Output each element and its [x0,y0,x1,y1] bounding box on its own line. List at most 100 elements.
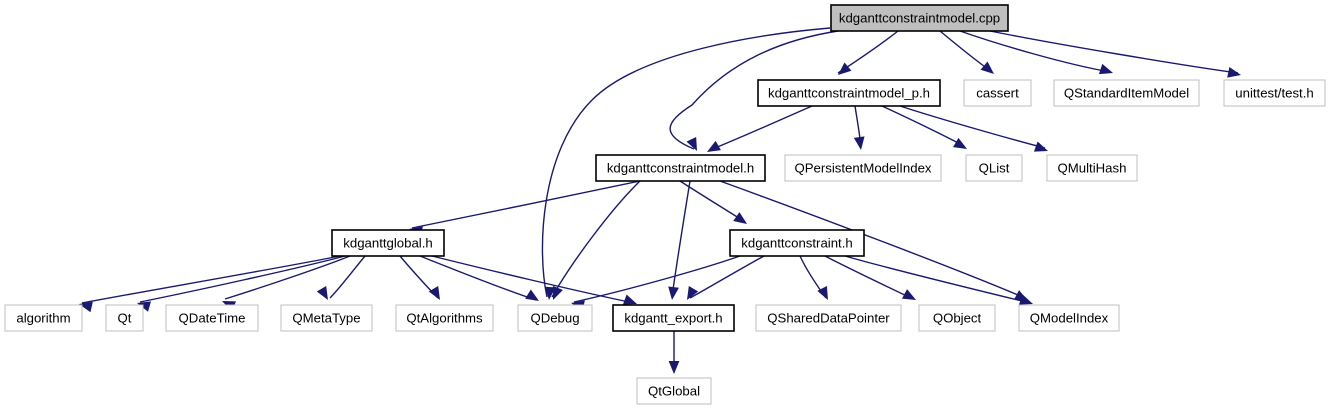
node-label: QObject [933,310,982,325]
node-label: QList [979,160,1010,175]
edge-n1-to-n8 [899,105,1046,149]
arrowhead-icon [953,137,967,149]
node-algorithm[interactable]: algorithm [4,304,83,332]
node-box[interactable] [595,154,766,182]
node-label: cassert [976,85,1019,100]
edge-n9-to-n12 [139,255,346,303]
arrowhead-icon [853,136,865,150]
node-box[interactable] [1223,79,1326,107]
edge-n9-to-n16 [419,255,537,301]
node-label: QDebug [530,310,579,325]
arrowhead-icon [525,289,539,301]
node-qmultihash[interactable]: QMultiHash [1046,154,1138,182]
node-kdganttconstraintmodel-cpp[interactable]: kdganttconstraintmodel.cpp [830,4,1009,32]
node-box[interactable] [1053,79,1200,107]
node-label: QMultiHash [1058,160,1127,175]
node-qstandarditemmodel[interactable]: QStandardItemModel [1053,79,1200,107]
node-box[interactable] [612,304,735,332]
edge-n0-to-n5 [669,30,839,150]
node-box[interactable] [1018,304,1120,332]
edge-n5-to-n9 [411,180,641,229]
arrowhead-icon [817,285,828,300]
edge-n10-to-n17 [689,255,765,299]
node-box[interactable] [4,304,83,332]
node-qtalgorithms[interactable]: QtAlgorithms [395,304,494,332]
node-box[interactable] [105,304,144,332]
arrowhead-icon [79,301,93,313]
node-qmetatype[interactable]: QMetaType [280,304,373,332]
node-qshareddatapointer[interactable]: QSharedDataPointer [755,304,902,332]
edge-n5-to-n16 [551,180,641,298]
edge-n9-to-n14 [329,255,366,299]
node-box[interactable] [517,304,593,332]
node-box[interactable] [280,304,373,332]
node-box[interactable] [165,304,259,332]
node-qt[interactable]: Qt [105,304,144,332]
node-box[interactable] [1046,154,1138,182]
node-label: QStandardItemModel [1064,85,1189,100]
node-kdganttconstraint-h[interactable]: kdganttconstraint.h [729,229,865,257]
node-box[interactable] [755,304,902,332]
arrowhead-icon [668,361,680,374]
edge-n10-to-n16 [573,255,741,303]
arrowhead-icon [1018,294,1033,305]
node-qobject[interactable]: QObject [918,304,996,332]
arrowhead-icon [1098,63,1113,75]
node-box[interactable] [784,154,942,182]
node-label: kdgantt_export.h [624,310,722,325]
node-box[interactable] [395,304,494,332]
node-box[interactable] [963,79,1032,107]
node-label: kdganttconstraintmodel.cpp [839,10,1000,25]
node-label: kdganttconstraintmodel.h [607,160,754,175]
node-kdgantt-export-h[interactable]: kdgantt_export.h [612,304,735,332]
arrowhead-icon [428,286,440,300]
arrowhead-icon [733,212,747,224]
node-qtglobal[interactable]: QtGlobal [636,377,712,405]
node-kdganttconstraintmodel-p-h[interactable]: kdganttconstraintmodel_p.h [757,79,941,107]
node-qdatetime[interactable]: QDateTime [165,304,259,332]
arrowhead-icon [1033,141,1048,152]
edge-n9-to-n17 [431,255,635,304]
node-box[interactable] [729,229,865,257]
edge-n5-to-n20 [719,180,1026,299]
edge-n0-to-n4 [989,30,1239,74]
node-label: kdganttconstraintmodel_p.h [768,85,930,100]
arrowhead-icon [838,62,852,75]
node-qdebug[interactable]: QDebug [517,304,593,332]
node-label: QPersistentModelIndex [794,160,931,175]
node-kdganttconstraintmodel-h[interactable]: kdganttconstraintmodel.h [595,154,766,182]
node-box[interactable] [331,229,445,257]
arrowhead-icon [137,301,151,312]
arrowhead-icon [544,286,556,300]
node-label: unittest/test.h [1235,85,1313,100]
node-box[interactable] [636,377,712,405]
node-box[interactable] [757,79,941,107]
arrowhead-icon [622,294,637,305]
arrowheads-layer [79,61,1241,374]
node-label: Qt [118,310,132,325]
node-cassert[interactable]: cassert [963,79,1032,107]
edge-n0-to-n3 [959,30,1111,73]
arrowhead-icon [1227,67,1241,78]
edges-layer [81,27,1239,371]
node-label: QtAlgorithms [406,310,483,325]
edge-n1-to-n7 [881,105,965,147]
arrowhead-icon [552,285,563,300]
edge-n9-to-n13 [224,255,351,300]
node-label: QModelIndex [1030,310,1109,325]
node-qmodelindex[interactable]: QModelIndex [1018,304,1120,332]
node-kdganttglobal-h[interactable]: kdganttglobal.h [331,229,445,257]
node-unittest-test-h[interactable]: unittest/test.h [1223,79,1326,107]
nodes-layer: kdganttconstraintmodel.cpp kdganttconstra… [4,4,1326,405]
arrowhead-icon [901,289,916,300]
node-qlist[interactable]: QList [965,154,1023,182]
node-box[interactable] [830,4,1009,32]
node-qpersistentmodelindex[interactable]: QPersistentModelIndex [784,154,942,182]
node-label: QtGlobal [648,383,700,398]
node-label: QSharedDataPointer [767,310,890,325]
arrowhead-icon [980,61,994,74]
node-box[interactable] [918,304,996,332]
node-box[interactable] [965,154,1023,182]
